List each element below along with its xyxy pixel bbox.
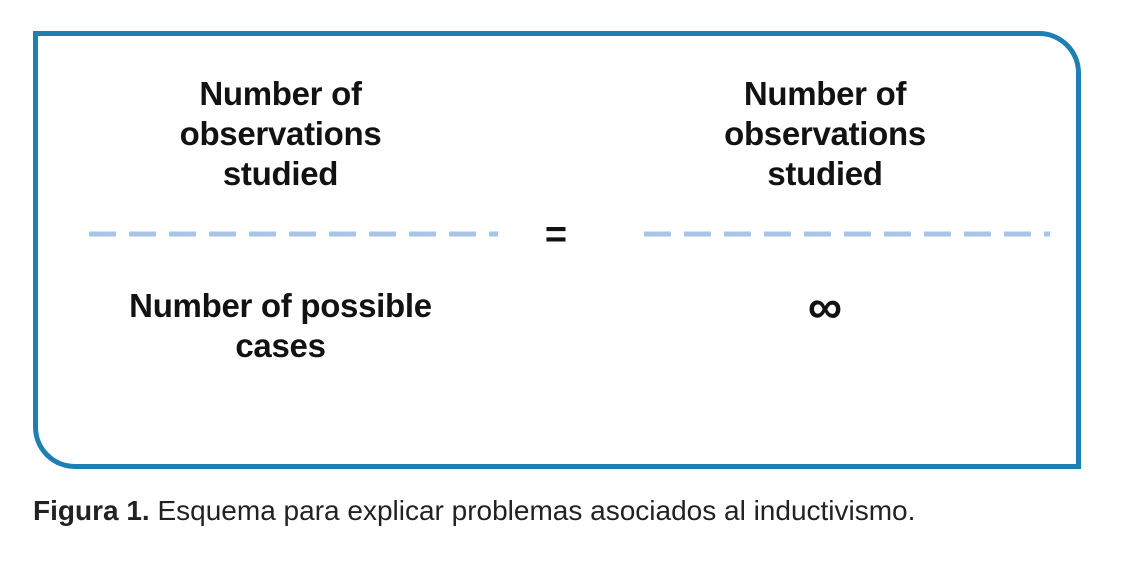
diagram-box: Number of observations studied Number of…: [33, 31, 1081, 469]
fraction-left-bar: [89, 231, 498, 237]
equals-sign: =: [544, 214, 568, 256]
figure-caption-label: Figura 1.: [33, 495, 150, 526]
fraction-left-numerator: Number of observations studied: [179, 75, 382, 192]
fraction-right-numerator: Number of observations studied: [724, 75, 926, 192]
infinity-symbol: ∞: [807, 281, 843, 334]
fraction-right-bar: [644, 231, 1050, 237]
fraction-right: Number of observations studied ∞: [642, 36, 1050, 464]
fraction-left-denominator: Number of possible cases: [129, 287, 432, 364]
figure-caption-text: Esquema para explicar problemas asociado…: [149, 495, 916, 526]
fraction-left: Number of observations studied Number of…: [87, 36, 498, 464]
figure-caption: Figura 1. Esquema para explicar problema…: [33, 493, 915, 529]
